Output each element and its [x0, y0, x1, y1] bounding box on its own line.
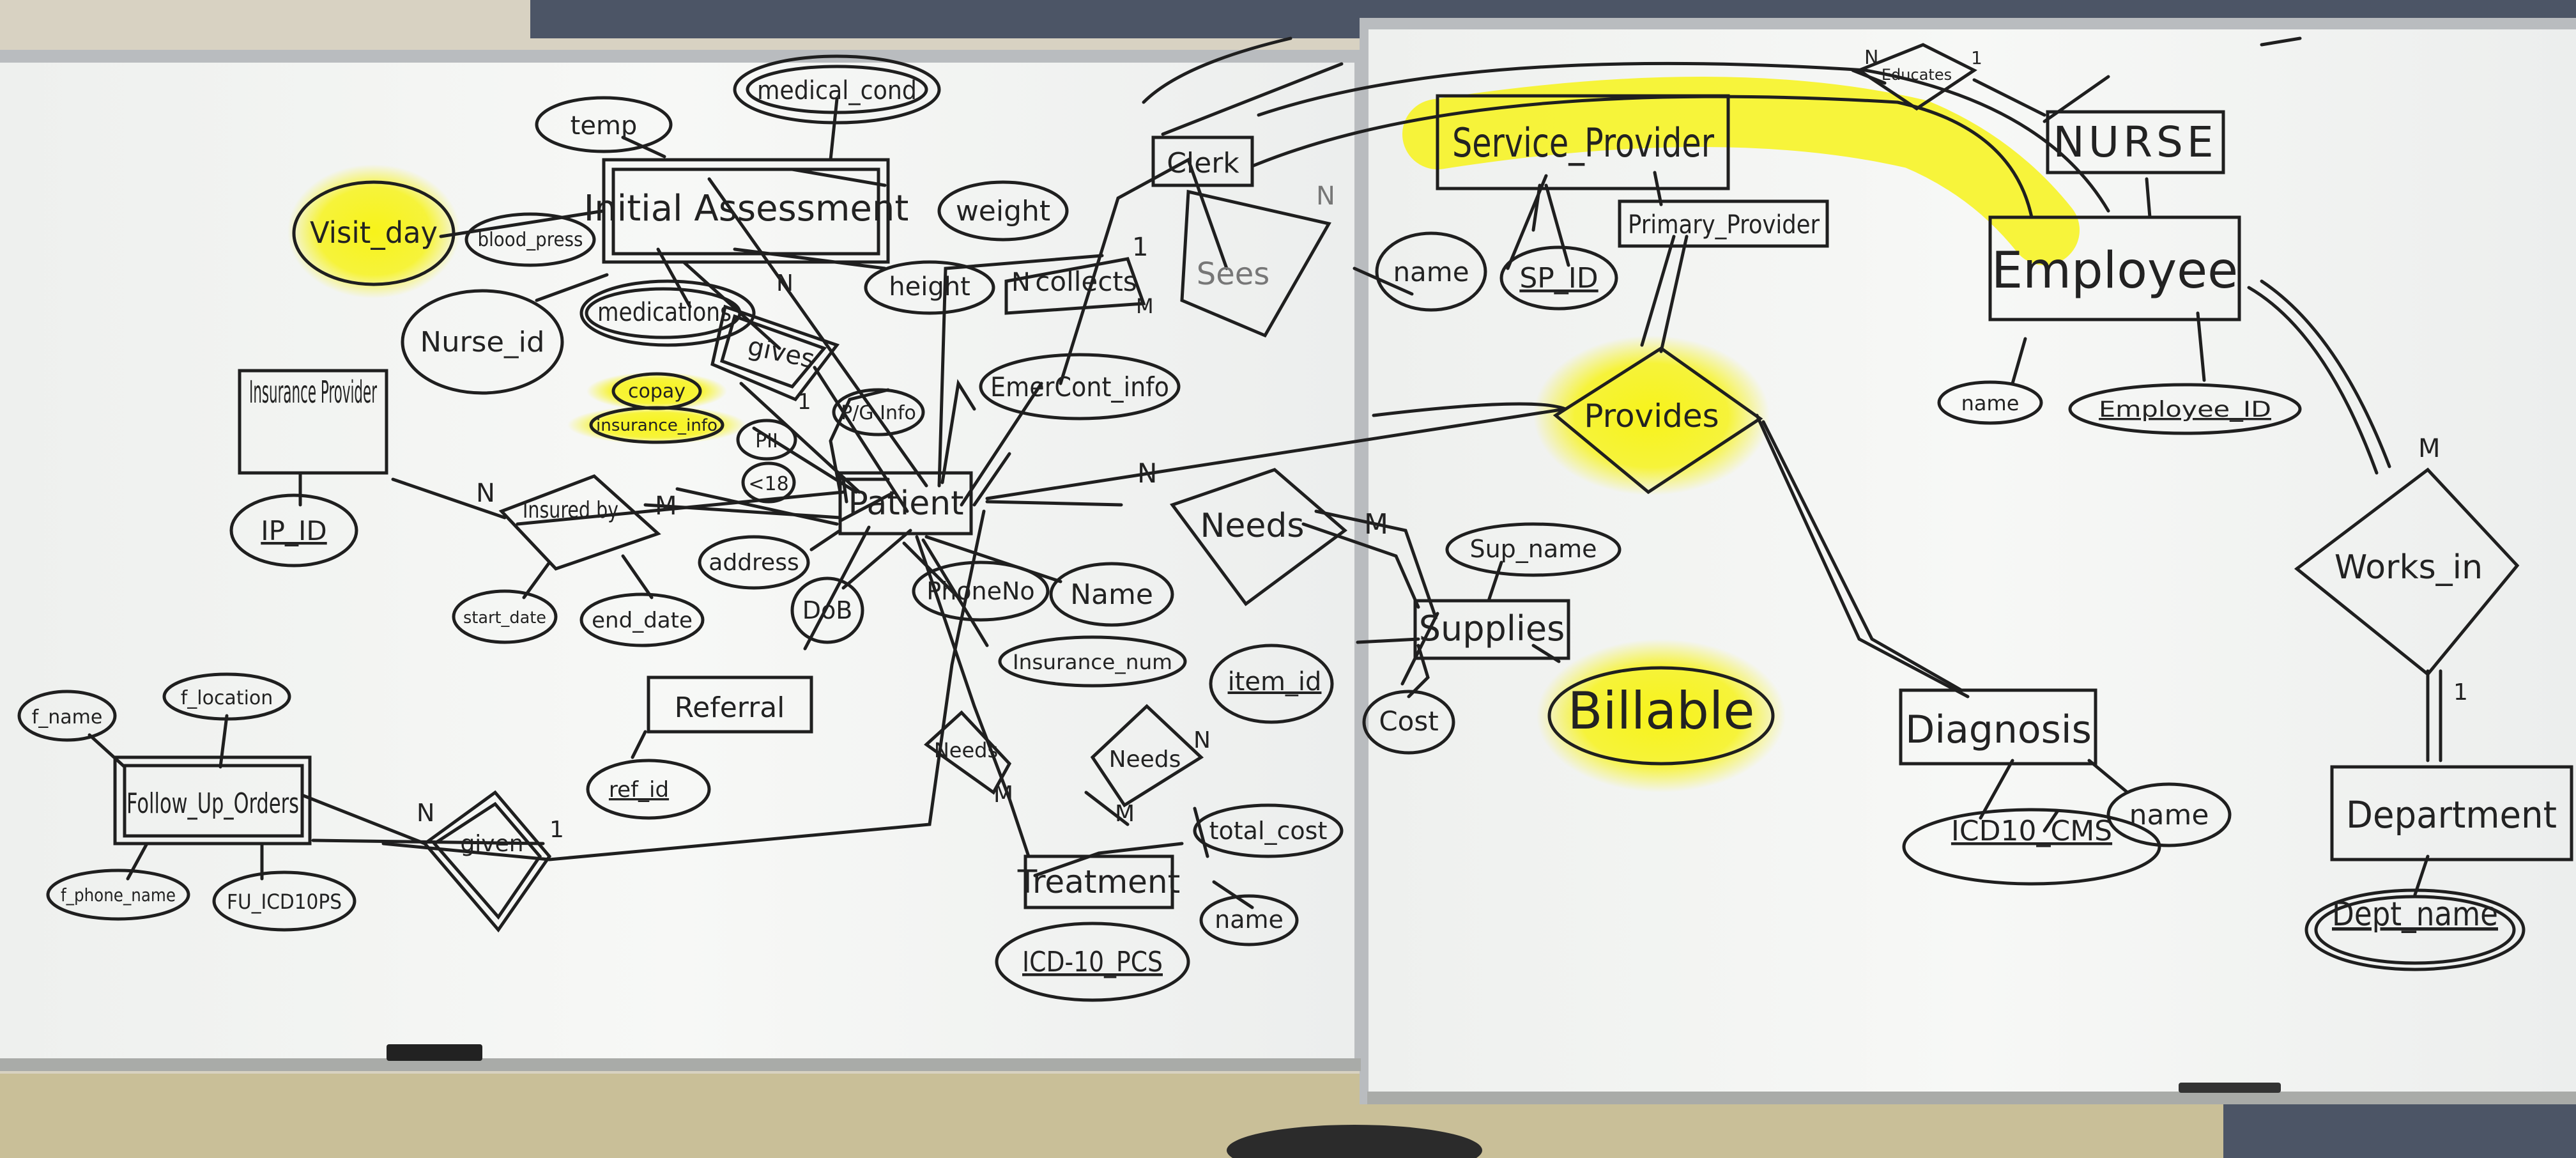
- entity-employee: Employee: [1991, 242, 2238, 300]
- attr-employee-id: Employee_ID: [2099, 397, 2271, 422]
- card-needs-t1-m: M: [993, 782, 1013, 808]
- marker: [2179, 1083, 2281, 1093]
- rel-insured-by: Insured by: [523, 497, 618, 523]
- attr-icd10-pcs: ICD-10_PCS: [1022, 946, 1163, 978]
- attribute-ellipses: [17, 54, 2526, 1002]
- attr-pii: PII: [755, 430, 778, 452]
- card-needs-t2-m: M: [1115, 801, 1135, 827]
- marker-tray-right: [1367, 1092, 2576, 1104]
- attr-insurance-num: Insurance_num: [1013, 650, 1172, 674]
- entity-clerk: Clerk: [1167, 147, 1239, 180]
- attr-name-sp: name: [1393, 256, 1469, 288]
- entity-patient: Patient: [848, 484, 963, 523]
- card-needs-n: N: [1137, 458, 1157, 489]
- attr-item-id: item_id: [1228, 667, 1322, 697]
- attr-name-diagnosis: name: [2129, 799, 2209, 831]
- chair-back: [1227, 1125, 1482, 1158]
- diagram-text: Initial Assessment Insurance Provider Pa…: [32, 47, 2557, 978]
- rel-given: given: [460, 831, 523, 857]
- attr-sp-id: SP_ID: [1519, 262, 1598, 295]
- card-collects-1: 1: [1132, 233, 1148, 262]
- attr-emer-cont-info: EmerCont_info: [990, 371, 1169, 403]
- attr-pg-info: P/G Info: [841, 402, 916, 424]
- card-needs-m: M: [1364, 508, 1388, 541]
- attr-dob: DoB: [802, 596, 853, 624]
- card-gives-n: N: [776, 270, 793, 297]
- attr-name-employee: name: [1961, 391, 2020, 415]
- rel-educates: Educates: [1882, 66, 1952, 84]
- entity-department: Department: [2346, 793, 2557, 837]
- rel-provides: Provides: [1584, 398, 1719, 435]
- card-insured-n: N: [476, 479, 495, 508]
- attr-weight: weight: [956, 195, 1050, 228]
- entity-follow-up-orders: Follow_Up_Orders: [126, 787, 299, 820]
- attr-visit-day: Visit_day: [310, 215, 438, 250]
- attr-total-cost: total_cost: [1209, 817, 1328, 845]
- attr-insurance-info: insurance_info: [596, 416, 717, 435]
- card-works-m: M: [2418, 434, 2441, 463]
- card-works-1: 1: [2453, 679, 2468, 706]
- attr-f-name: f_name: [32, 706, 103, 729]
- attr-f-phone-name: f_phone_name: [61, 884, 176, 906]
- attr-f-location: f_location: [181, 687, 273, 709]
- attr-medical-cond: medical_cond: [757, 76, 917, 105]
- entity-service-provider: Service_Provider: [1452, 120, 1714, 166]
- card-insured-m: M: [655, 491, 677, 521]
- attr-dept-name: Dept_name: [2332, 895, 2498, 934]
- attr-height: height: [889, 272, 970, 302]
- rel-needs-treatment-1: Needs: [934, 738, 998, 762]
- attr-nurse-id: Nurse_id: [420, 326, 545, 359]
- card-sees-n: N: [1316, 181, 1335, 211]
- attr-cost: Cost: [1379, 706, 1438, 737]
- rel-collects: collects: [1035, 266, 1137, 297]
- attr-fu-icd10: FU_ICD10PS: [227, 890, 342, 914]
- rel-needs-treatment-2: Needs: [1109, 746, 1181, 773]
- entity-diagnosis: Diagnosis: [1905, 707, 2092, 752]
- card-given-n: N: [417, 799, 434, 827]
- card-educates-1: 1: [1971, 47, 1982, 68]
- attr-medications: medications: [597, 298, 732, 327]
- card-given-1: 1: [549, 817, 564, 843]
- entity-treatment: Treatment: [1017, 863, 1180, 900]
- rel-needs-supplies: Needs: [1200, 507, 1305, 545]
- card-collects-n: N: [1011, 268, 1031, 297]
- card-educates-n: N: [1864, 47, 1878, 69]
- relationship-diamonds: [422, 43, 2520, 933]
- entity-supplies: Supplies: [1419, 608, 1565, 649]
- rel-sees: Sees: [1197, 256, 1270, 292]
- entity-nurse: NURSE: [2053, 118, 2217, 167]
- attr-start-date: start_date: [463, 608, 546, 628]
- entity-boxes: [113, 94, 2573, 909]
- attr-end-date: end_date: [592, 608, 693, 633]
- card-gives-1: 1: [797, 389, 811, 415]
- attr-copay: copay: [628, 380, 686, 403]
- eraser: [387, 1044, 482, 1061]
- attr-ip-id: IP_ID: [261, 515, 326, 546]
- entity-referral: Referral: [675, 691, 785, 724]
- attr-name-patient: Name: [1070, 578, 1153, 611]
- attr-address: address: [709, 550, 799, 576]
- card-sees-m: M: [1136, 294, 1154, 318]
- entity-insurance-provider: Insurance Provider: [249, 374, 377, 410]
- attr-lt18: <18: [748, 473, 788, 495]
- attr-blood-press: blood_press: [478, 229, 583, 251]
- attr-ref-id: ref_id: [609, 777, 669, 803]
- card-needs-t2-n: N: [1193, 727, 1211, 753]
- attr-temp: temp: [571, 111, 638, 141]
- entity-primary-provider: Primary_Provider: [1628, 210, 1820, 240]
- marker-tray-left: [0, 1058, 1361, 1071]
- attr-sup-name: Sup_name: [1469, 535, 1597, 563]
- rel-works-in: Works_in: [2334, 548, 2483, 587]
- attr-billable: Billable: [1568, 681, 1755, 741]
- whiteboard-left: [0, 63, 1354, 1060]
- attr-name-treatment: name: [1215, 906, 1284, 934]
- attr-phone-no: PhoneNo: [926, 577, 1034, 605]
- entity-initial-assessment: Initial Assessment: [584, 188, 909, 229]
- attr-icd10-cms: ICD10_CMS: [1951, 815, 2112, 847]
